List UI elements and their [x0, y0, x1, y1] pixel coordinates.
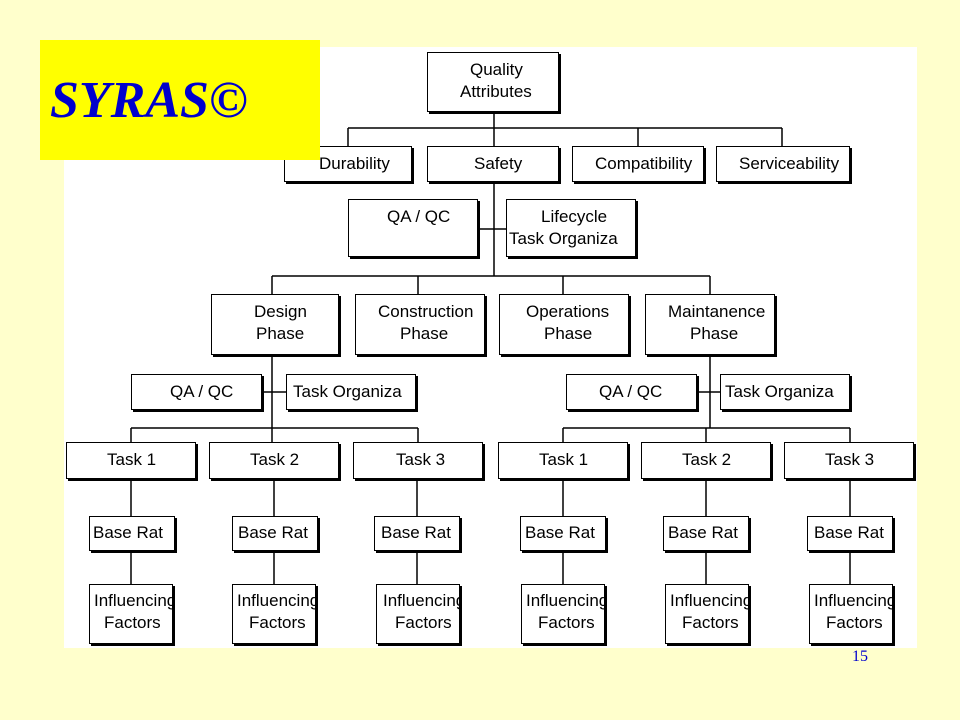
node-influencing-line1: Influencing	[94, 591, 173, 610]
node-right-qa-qc-label: QA / QC	[599, 382, 663, 401]
node-design-phase-line1: Design	[254, 302, 307, 321]
node-right-task-1-base-rate: Base Rat	[520, 516, 606, 551]
node-compatibility-label: Compatibility	[595, 154, 693, 173]
node-durability-label: Durability	[319, 154, 390, 173]
node-base-rate-label: Base Rat	[238, 523, 308, 542]
node-influencing-line2: Factors	[249, 613, 306, 632]
node-left-task-2-influencing-factors: Influencing Factors	[232, 584, 316, 644]
node-compatibility: Compatibility	[572, 146, 704, 182]
node-operations-phase-line2: Phase	[544, 324, 593, 343]
node-safety-label: Safety	[474, 154, 523, 173]
node-left-qa-qc: QA / QC	[131, 374, 262, 410]
node-maintanence-phase-line2: Phase	[690, 324, 739, 343]
node-quality-attributes-line1: Quality	[470, 60, 523, 79]
node-left-task-1-base-rate: Base Rat	[89, 516, 175, 551]
node-safety: Safety	[427, 146, 559, 182]
slide-number: 15	[852, 648, 868, 665]
node-left-task-3-label: Task 3	[396, 450, 446, 469]
node-influencing-line2: Factors	[826, 613, 883, 632]
slide-title: SYRAS©	[50, 71, 248, 129]
node-serviceability-label: Serviceability	[739, 154, 840, 173]
node-influencing-line2: Factors	[538, 613, 595, 632]
node-quality-attributes-line2: Attributes	[460, 82, 532, 101]
node-base-rate-label: Base Rat	[381, 523, 451, 542]
node-right-task-1-label: Task 1	[539, 450, 589, 469]
node-operations-phase-line1: Operations	[526, 302, 610, 321]
node-left-task-1-influencing-factors: Influencing Factors	[89, 584, 173, 644]
node-safety-qa-qc: QA / QC	[348, 199, 478, 257]
node-design-phase: Design Phase	[211, 294, 339, 355]
node-design-phase-line2: Phase	[256, 324, 305, 343]
node-quality-attributes: Quality Attributes	[427, 52, 559, 112]
node-base-rate-label: Base Rat	[814, 523, 884, 542]
title-box: SYRAS©	[40, 40, 320, 160]
node-right-task-2-label: Task 2	[682, 450, 732, 469]
node-right-task-2: Task 2	[641, 442, 771, 479]
node-safety-qa-qc-label: QA / QC	[387, 207, 451, 226]
node-serviceability: Serviceability	[716, 146, 850, 182]
node-operations-phase: Operations Phase	[499, 294, 629, 355]
node-construction-phase: Construction Phase	[355, 294, 485, 355]
node-influencing-line1: Influencing	[526, 591, 605, 610]
node-left-task-3-influencing-factors: Influencing Factors	[376, 584, 460, 644]
node-right-task-3-influencing-factors: Influencing Factors	[809, 584, 893, 644]
node-left-task-2-base-rate: Base Rat	[232, 516, 318, 551]
node-right-task-org-label: Task Organiza	[725, 382, 834, 401]
node-base-rate-label: Base Rat	[93, 523, 163, 542]
node-right-task-org: Task Organiza	[720, 374, 850, 410]
node-influencing-line1: Influencing	[670, 591, 749, 610]
node-lifecycle-line2: Task Organiza	[509, 229, 618, 248]
node-right-qa-qc: QA / QC	[566, 374, 697, 410]
node-left-task-org-label: Task Organiza	[293, 382, 402, 401]
node-influencing-line1: Influencing	[383, 591, 460, 610]
node-right-task-2-influencing-factors: Influencing Factors	[665, 584, 749, 644]
node-left-task-1-label: Task 1	[107, 450, 157, 469]
node-influencing-line2: Factors	[104, 613, 161, 632]
node-right-task-3-label: Task 3	[825, 450, 875, 469]
node-maintanence-phase: Maintanence Phase	[645, 294, 775, 355]
node-lifecycle-line1: Lifecycle	[541, 207, 608, 226]
node-right-task-3: Task 3	[784, 442, 914, 479]
node-left-task-org: Task Organiza	[286, 374, 416, 410]
node-influencing-line1: Influencing	[814, 591, 893, 610]
node-left-task-2: Task 2	[209, 442, 339, 479]
node-right-task-1-influencing-factors: Influencing Factors	[521, 584, 605, 644]
node-influencing-line2: Factors	[682, 613, 739, 632]
node-right-task-1: Task 1	[498, 442, 628, 479]
node-base-rate-label: Base Rat	[668, 523, 738, 542]
node-base-rate-label: Base Rat	[525, 523, 595, 542]
node-left-task-3-base-rate: Base Rat	[374, 516, 460, 551]
node-construction-phase-line2: Phase	[400, 324, 449, 343]
node-construction-phase-line1: Construction	[378, 302, 474, 321]
node-left-qa-qc-label: QA / QC	[170, 382, 234, 401]
node-left-task-1: Task 1	[66, 442, 196, 479]
node-left-task-2-label: Task 2	[250, 450, 300, 469]
node-right-task-3-base-rate: Base Rat	[807, 516, 893, 551]
node-influencing-line2: Factors	[395, 613, 452, 632]
node-lifecycle-task-org: Lifecycle Task Organiza	[506, 199, 636, 257]
node-influencing-line1: Influencing	[237, 591, 316, 610]
node-left-task-3: Task 3	[353, 442, 483, 479]
node-right-task-2-base-rate: Base Rat	[663, 516, 749, 551]
node-maintanence-phase-line1: Maintanence	[668, 302, 766, 321]
